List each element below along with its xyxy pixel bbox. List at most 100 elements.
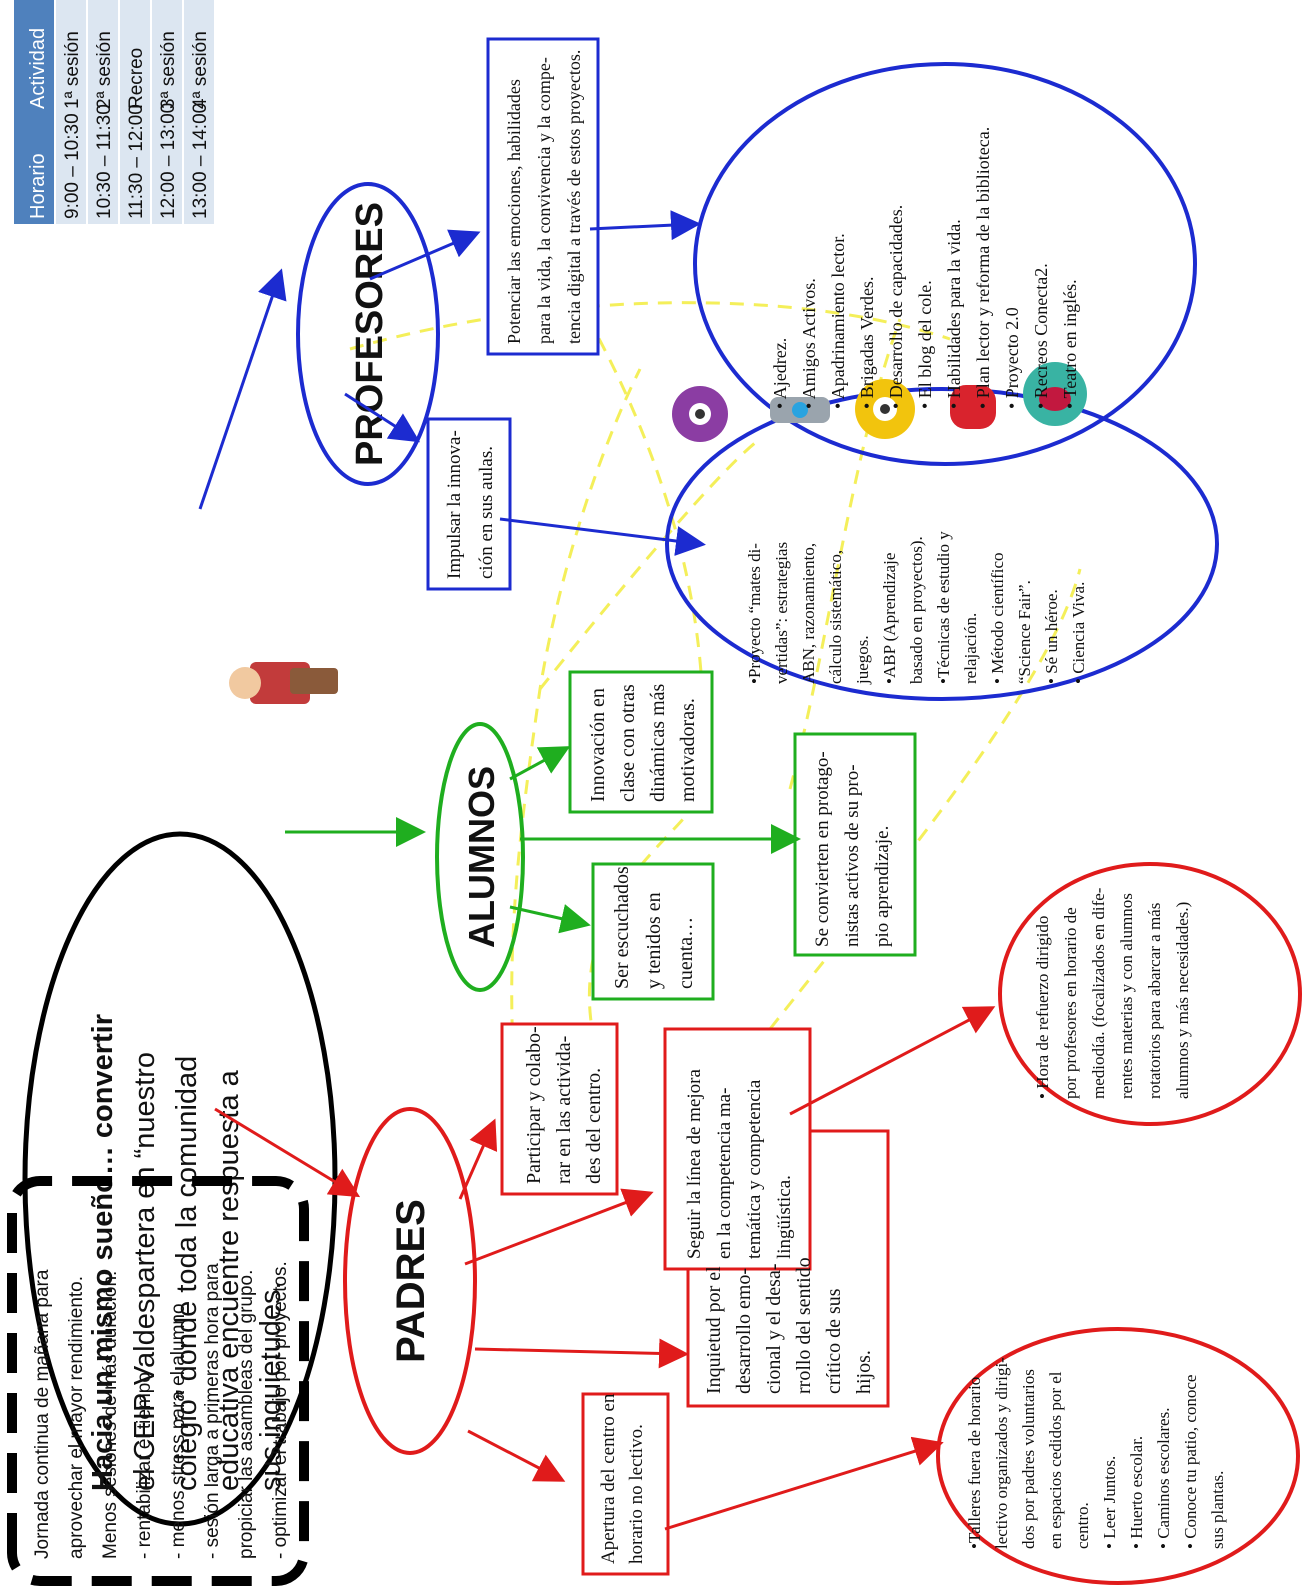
talleres-line: dos por padres voluntarios <box>1019 1369 1038 1549</box>
proyectos-line: • Apadrinamiento lector. <box>828 233 848 409</box>
talleres-line: • Leer Juntos. <box>1100 1456 1119 1549</box>
seguir-line: temática y competencia <box>744 1079 765 1259</box>
schedule-cell: 13:00 – 14:00 <box>190 103 211 219</box>
profesores-ellipse <box>296 182 440 486</box>
participar-box <box>500 1022 619 1196</box>
padres-label: PADRES <box>389 1199 433 1363</box>
talleres-line: centro. <box>1073 1502 1092 1549</box>
inquietud-line: hijos. <box>853 1350 875 1394</box>
proyectos-line: • Desarrollo de capacidades. <box>886 205 906 409</box>
alumnos-ellipse <box>435 722 525 992</box>
schedule-row <box>184 0 214 224</box>
escuchados-line: cuenta… <box>675 917 697 989</box>
child-figure-icon <box>229 662 338 704</box>
schedule-cell: 11:30 – 12:00 <box>126 104 147 219</box>
metodologias-line: cálculo sistemático, <box>826 550 845 684</box>
arrows <box>198 210 996 1531</box>
escuchados-line: Ser escuchados <box>611 866 633 989</box>
talleres-line: •Talleres fuera de horario <box>965 1377 984 1549</box>
metodologias-line: relajación. <box>961 613 980 684</box>
protagonistas-line: nistas activos de su pro- <box>842 764 863 947</box>
metodologias-line: basado en proyectos). <box>907 536 926 684</box>
metodologias-line: • Método científico <box>988 552 1007 684</box>
profesores-label: PROFESORES <box>349 202 391 466</box>
schedule-cell: 2ª sesión <box>94 31 115 109</box>
potenciar-box <box>486 37 600 356</box>
proyectos-line: • Brigadas Verdes. <box>857 277 877 409</box>
potenciar-line: Potenciar las emociones, habilidades <box>504 79 524 344</box>
proyectos-line: • Teatro en inglés. <box>1060 279 1080 409</box>
schedule-header-cell: Actividad <box>27 28 49 109</box>
potenciar-line: tencia digital a través de estos proyect… <box>564 50 584 344</box>
inquietud-line: cional y el desa- <box>763 1264 785 1395</box>
schedule-header-cell: Horario <box>27 153 49 219</box>
talleres-line: • Caminos escolares. <box>1154 1408 1173 1549</box>
refuerzo-line: rotatorios para abarcar a más <box>1145 903 1164 1099</box>
metodologias-line: ABN, razonamiento, <box>799 543 818 684</box>
padres-ellipse <box>343 1107 477 1455</box>
schedule-cell: 12:00 – 13:00 <box>158 103 179 219</box>
metodologias-line: •Proyecto “mates di- <box>745 543 764 684</box>
alumnos-label: ALUMNOS <box>461 766 502 948</box>
schedule-row <box>152 0 182 224</box>
metodologias-line: • Ciencia Viva. <box>1069 582 1088 684</box>
inquietud-line: crítico de sus <box>823 1288 845 1394</box>
proyectos-line: • Amigos Activos. <box>799 278 819 409</box>
impulsar-line: Impulsar la innova- <box>444 430 465 579</box>
participar-line: Participar y colabo- <box>523 1026 545 1184</box>
seguir-line: lingüística. <box>774 1175 795 1259</box>
schedule-row <box>56 0 86 224</box>
talleres-line: lectivo organizados y dirigi- <box>992 1357 1011 1549</box>
schedule-cell: 3ª sesión <box>158 31 179 109</box>
escuchados-text: Ser escuchados y tenidos en cuenta… <box>611 866 697 989</box>
talleres-line: sus plantas. <box>1208 1471 1227 1549</box>
seguir-line: Seguir la línea de mejora <box>684 1069 705 1259</box>
participar-line: rar en las activida- <box>553 1036 575 1184</box>
proyectos-line: • El blog del cole. <box>915 280 935 409</box>
metodologias-ellipse <box>665 387 1219 701</box>
innovacion-box <box>568 670 714 814</box>
monsters-icon <box>672 362 1087 442</box>
refuerzo-line: alumnos y más necesidades.) <box>1173 902 1192 1099</box>
refuerzo-line: mediodía. (focalizados en dife- <box>1089 887 1108 1099</box>
schedule-cell: 1ª sesión <box>62 31 83 109</box>
jornada-note-line: aprovechar el mayor rendimiento. <box>66 1276 87 1559</box>
jornada-note-line: - rentabilizar el tiempo <box>134 1372 155 1559</box>
schedule-header-row <box>14 0 54 224</box>
metodologias-line: “Science Fair”. <box>1015 580 1034 684</box>
apertura-line: Apertura del centro en <box>598 1393 619 1564</box>
escuchados-box <box>591 862 715 1001</box>
proyectos-text: • Ajedrez. • Amigos Activos. • Apadrinamie… <box>770 127 1080 409</box>
schedule-cell: Recreo <box>126 48 147 109</box>
jornada-note-line: - sesión larga a primeras hora para <box>202 1263 223 1559</box>
central-idea-line: el CEIP Valdespartera en “nuestro <box>129 1052 161 1491</box>
inquietud-line: rrollo del sentido <box>793 1257 815 1394</box>
jornada-note: Jornada continua de mañana para aprovecha… <box>32 1261 291 1559</box>
jornada-note-line: propiciar las asambleas del grupo. <box>236 1270 257 1559</box>
innovacion-line: clase con otras <box>617 684 639 802</box>
schedule-row <box>120 0 150 224</box>
impulsar-text: Impulsar la innova-ción en sus aulas. <box>444 430 497 579</box>
proyectos-ellipse <box>693 62 1197 466</box>
apertura-box <box>581 1392 670 1576</box>
schedule-cell: 4ª sesión <box>190 31 211 109</box>
innovacion-line: motivadoras. <box>677 698 699 802</box>
talleres-text: •Talleres fuera de horario lectivo organi… <box>965 1357 1227 1549</box>
talleres-line: en espacios cedidos por el <box>1046 1371 1065 1549</box>
escuchados-line: y tenidos en <box>643 892 665 989</box>
talleres-line: • Conoce tu patio, conoce <box>1181 1375 1200 1549</box>
refuerzo-line: rentes materias y con alumnos <box>1117 893 1136 1099</box>
schedule-cell: 10:30 – 11:30 <box>94 104 115 219</box>
jornada-note-line: Menos sesiones de más duración: <box>100 1271 121 1559</box>
proyectos-line: • Plan lector y reforma de la biblioteca… <box>973 127 993 409</box>
participar-line: des del centro. <box>583 1068 605 1184</box>
metodologias-line: • Sé un héroe. <box>1042 589 1061 684</box>
proyectos-line: • Ajedrez. <box>770 338 790 409</box>
central-idea-line: sus inquietudes. <box>255 1281 287 1491</box>
jornada-note-line: Jornada continua de mañana para <box>32 1269 53 1559</box>
